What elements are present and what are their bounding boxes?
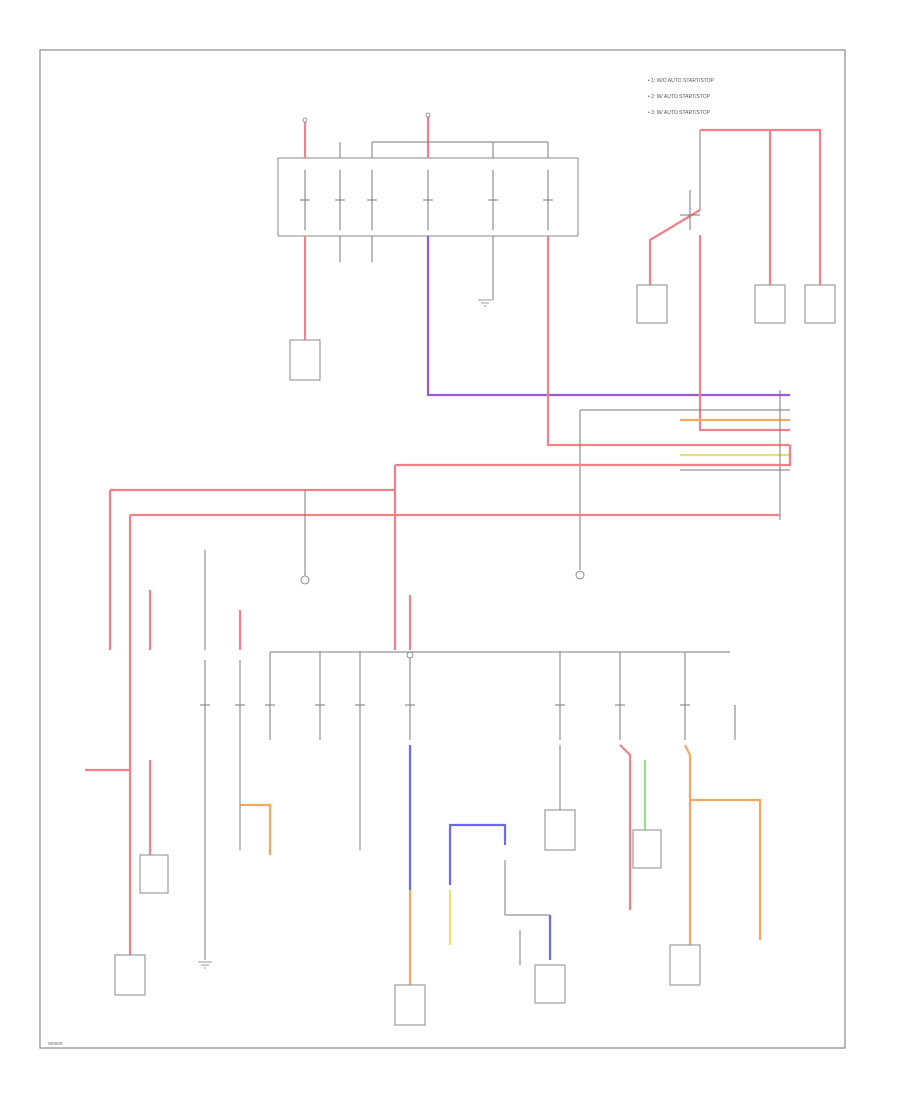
lr-component-3 — [669, 944, 701, 986]
wire-violet-main — [426, 236, 790, 397]
legend-item-2: • 2: W/ AUTO START/STOP — [648, 94, 711, 100]
lower-fuse-bus — [200, 651, 736, 740]
legend: • 1: W/O AUTO START/STOP • 2: W/ AUTO ST… — [648, 78, 715, 116]
ll-component-2 — [114, 954, 146, 996]
lr-component-2 — [632, 829, 662, 869]
diagram-id: W0000 — [48, 1041, 63, 1046]
diagram-frame — [39, 49, 846, 1049]
lm-component-2 — [534, 964, 566, 1004]
lr-component-1 — [544, 809, 576, 851]
wire-red-mid — [395, 445, 792, 467]
fuse-row — [300, 170, 553, 230]
top-right-section — [636, 128, 836, 432]
tr-component-1 — [636, 284, 668, 324]
connector-stack — [575, 390, 790, 580]
wire-tr-red — [700, 128, 822, 285]
tr-component-3 — [804, 284, 836, 324]
ground-symbols — [198, 299, 492, 969]
tr-component-2 — [754, 284, 786, 324]
ll-component-1 — [139, 854, 169, 894]
bus-top — [371, 141, 549, 158]
legend-item-1: • 1: W/O AUTO START/STOP — [648, 78, 715, 84]
legend-item-3: • 3: W/ AUTO START/STOP — [648, 110, 711, 116]
component-left — [289, 339, 321, 381]
lm-component-1 — [394, 984, 426, 1026]
wire-red-right — [546, 236, 790, 447]
top-fuse-block — [277, 112, 579, 237]
